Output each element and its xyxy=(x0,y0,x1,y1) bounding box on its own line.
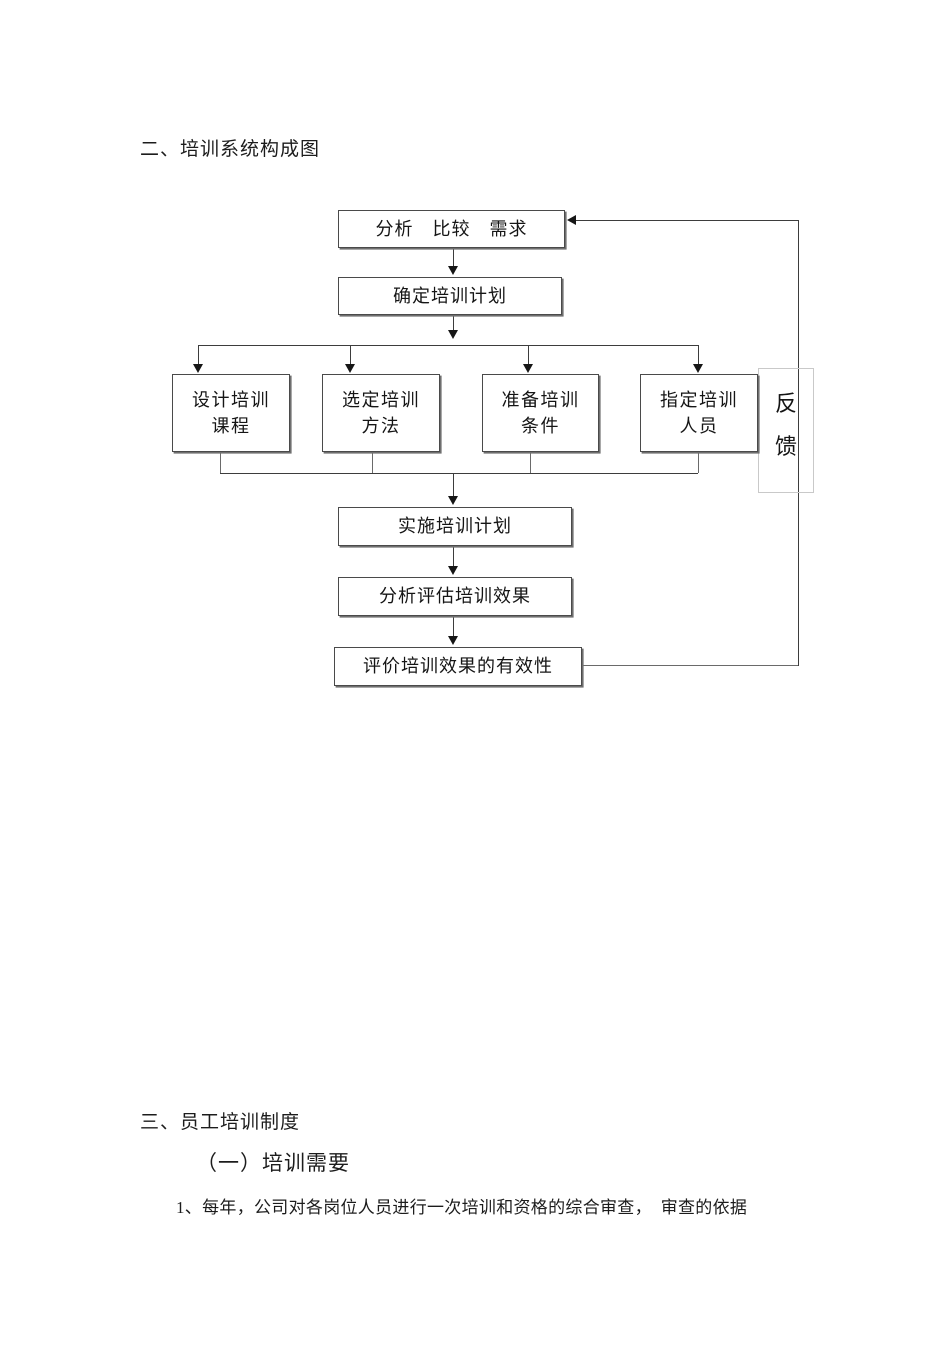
flow-node-analyze-compare-demand: 分析 比较 需求 xyxy=(338,210,565,248)
edge-n7-n8-line xyxy=(453,546,454,569)
section-heading-three: 三、员工培训制度 xyxy=(140,1112,301,1133)
feedback-loop-top-segment xyxy=(576,220,799,221)
merge-bar xyxy=(220,473,698,474)
flow-node-label: 确定培训计划 xyxy=(393,285,507,306)
edge-to-n4-arrowhead xyxy=(345,364,355,373)
flow-node-assign-training-personnel: 指定培训 人员 xyxy=(640,374,758,452)
flow-node-label-line2: 条件 xyxy=(521,416,560,436)
merge-leg-n5 xyxy=(530,452,531,473)
flow-node-label-line2: 人员 xyxy=(679,416,719,436)
flow-node-label-line2: 课程 xyxy=(211,416,251,436)
edge-merge-n7-line xyxy=(453,473,454,499)
flow-node-label: 评价培训效果的有效性 xyxy=(363,656,553,677)
feedback-loop-bottom-segment xyxy=(582,665,799,666)
edge-n7-n8-arrowhead xyxy=(448,566,458,575)
flow-node-select-training-method: 选定培训 方法 xyxy=(322,374,440,452)
training-system-flowchart: 分析 比较 需求 确定培训计划 设计培训 课程 选定培训 方法 xyxy=(172,210,814,686)
merge-leg-n4 xyxy=(372,452,373,473)
edge-n2-distributor-arrowhead xyxy=(448,330,458,339)
edge-n2-distributor-line xyxy=(453,315,454,334)
section-heading-two: 二、培训系统构成图 xyxy=(140,139,321,160)
flow-node-label: 分析评估培训效果 xyxy=(379,586,531,607)
feedback-label-char-2: 馈 xyxy=(774,433,797,459)
edge-merge-n7-arrowhead xyxy=(448,496,458,505)
feedback-annotation-box: 反 馈 xyxy=(758,368,814,493)
edge-to-n3-arrowhead xyxy=(193,364,203,373)
flow-node-label: 实施培训计划 xyxy=(398,516,512,537)
edge-n1-n2-line xyxy=(453,248,454,269)
feedback-loop-arrowhead xyxy=(567,215,576,225)
flow-node-prepare-training-conditions: 准备培训 条件 xyxy=(482,374,599,452)
flow-node-label-line1: 设计培训 xyxy=(192,389,270,410)
edge-n1-n2-arrowhead xyxy=(448,266,458,275)
flow-node-implement-training-plan: 实施培训计划 xyxy=(338,507,572,546)
edge-to-n5-line xyxy=(528,345,529,369)
flow-node-label-line1: 选定培训 xyxy=(342,389,420,410)
flow-node-analyze-evaluate-effect: 分析评估培训效果 xyxy=(338,577,572,616)
feedback-label-char-1: 反 xyxy=(774,391,797,416)
flow-node-label-line2: 方法 xyxy=(361,416,401,436)
edge-to-n4-line xyxy=(350,345,351,369)
edge-n8-n9-line xyxy=(453,616,454,639)
edge-to-n5-arrowhead xyxy=(523,364,533,373)
distributor-bar xyxy=(198,345,698,346)
merge-leg-n6 xyxy=(698,452,699,473)
subsection-heading-one: （一）培训需要 xyxy=(196,1151,350,1175)
edge-to-n3-line xyxy=(198,345,199,369)
flow-node-label-line1: 准备培训 xyxy=(501,389,580,410)
merge-leg-n3 xyxy=(220,452,221,473)
flow-node-label-line1: 指定培训 xyxy=(660,389,738,410)
flow-node-evaluate-effectiveness: 评价培训效果的有效性 xyxy=(334,647,582,686)
flow-node-design-training-course: 设计培训 课程 xyxy=(172,374,290,452)
flow-node-label: 分析 比较 需求 xyxy=(375,218,528,239)
feedback-loop-right-segment xyxy=(798,220,799,666)
flow-node-confirm-training-plan: 确定培训计划 xyxy=(338,277,562,315)
edge-to-n6-arrowhead xyxy=(693,364,703,373)
paragraph-item-1: 1、每年，公司对各岗位人员进行一次培训和资格的综合审查， 审查的依据 xyxy=(176,1198,748,1217)
edge-n8-n9-arrowhead xyxy=(448,636,458,645)
edge-to-n6-line xyxy=(698,345,699,369)
